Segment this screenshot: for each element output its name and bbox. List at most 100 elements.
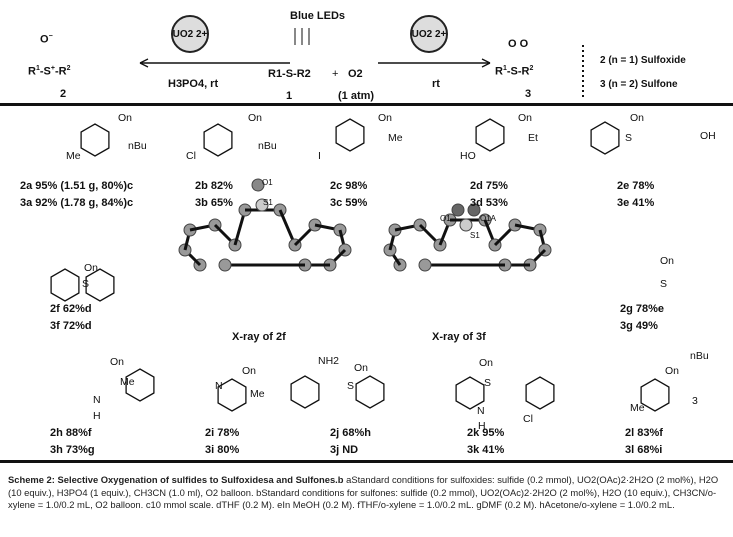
atom-sphere [251,178,265,192]
benzene-ring [203,123,233,157]
atom-label: H [478,420,486,432]
bond [481,62,491,68]
atom-label: S [347,380,355,392]
benzene-ring [125,368,155,402]
atom-label: S1 [470,231,480,240]
yield-2-3: 2d 75% [470,180,508,192]
yield-2-5: 2f 62%d [50,303,92,315]
benzene-ring [85,268,115,302]
yield-3-2: 3c 59% [330,197,368,209]
atom-label: On [479,357,494,369]
atom-label: I [318,150,321,162]
atom-label: On [118,112,133,124]
atom-label: Me [630,402,645,414]
atom-label: Me [388,132,403,144]
atom-label: On [378,112,393,124]
caption-title: Scheme 2: Selective Oxygenation of sulfi… [8,474,344,485]
benzene-ring [355,375,385,409]
uranyl-catalyst-cycle-right: UO2 2+ [410,15,448,53]
yield-2-2: 2c 98% [330,180,368,192]
yield-2-7: 2h 88%f [50,427,92,439]
yield-2-0: 2a 95% (1.51 g, 80%)c [20,180,134,192]
benzene-ring [50,268,80,302]
atom-sphere [218,258,232,272]
benzene-ring [590,121,620,155]
atom-sphere [467,203,481,217]
yield-3-7: 3h 73%g [50,444,95,456]
divider-bottom [0,460,733,463]
atom-label: N [477,405,485,417]
yield-2-10: 2k 95% [467,427,505,439]
benzene-ring [290,375,320,409]
atom-label: On [248,112,263,124]
atom-label: S [625,132,633,144]
catalyst-label: UO2 2+ [172,28,208,40]
atom-label: On [354,362,369,374]
yield-2-8: 2i 78% [205,427,240,439]
yield-3-5: 3f 72%d [50,320,92,332]
bond [139,62,149,68]
yield-2-11: 2l 83%f [625,427,663,439]
sulfoxide-structure: R1-S+-R2 [28,65,71,78]
light-label: Blue LEDs [290,10,346,22]
xray-2f-label: X-ray of 2f [232,331,286,343]
atom-sphere [451,203,465,217]
divider-top [0,103,733,106]
legend-sulfoxide: 2 (n = 1) Sulfoxide [600,55,686,66]
yield-3-11: 3l 68%i [625,444,663,456]
yield-3-1: 3b 65% [195,197,233,209]
caption-text: aStandard conditions for sulfoxides: sul… [8,474,719,510]
atom-label: On [242,365,257,377]
atom-sphere [459,218,473,232]
atom-label: On [518,112,533,124]
yield-2-6: 2g 78%e [620,303,665,315]
benzene-ring [525,376,555,410]
bond [139,58,149,64]
sulfone-oxygens: O O [508,38,529,50]
legend-sulfone: 3 (n = 2) Sulfone [600,79,678,90]
structures-canvas [50,28,670,412]
benzene-ring [640,378,670,412]
atom-label: nBu [258,140,277,152]
atom-label: N [93,394,101,406]
oxygen: O2 [348,68,363,80]
atom-label: Cl [186,150,196,162]
atom-label: H [93,410,101,422]
sulfone-structure: R1-S-R2 [495,65,534,78]
atom-sphere [418,258,432,272]
uranyl-catalyst-cycle-left: UO2 2+ [171,15,209,53]
atom-label: On [665,365,680,377]
atom-label: HO [460,150,476,162]
sulfoxide-oxygen: O− [40,33,53,46]
atom-label: Me [120,376,135,388]
atom-label: On [84,262,99,274]
yield-3-3: 3d 53% [470,197,508,209]
atom-label: OH [700,130,716,142]
atom-label: S [660,278,668,290]
benzene-ring [475,118,505,152]
yield-2-1: 2b 82% [195,180,233,192]
xray-3f-label: X-ray of 3f [432,331,486,343]
benzene-ring [217,378,247,412]
benzene-ring [455,376,485,410]
yield-2-9: 2j 68%h [330,427,371,439]
left-conditions: H3PO4, rt [168,78,219,90]
yield-3-8: 3i 80% [205,444,240,456]
atom-label: Et [528,132,538,144]
atom-label: N [215,380,223,392]
yield-3-9: 3j ND [330,444,359,456]
bond [481,58,491,64]
atom-label: O1A [480,214,497,223]
oxygen-pressure: (1 atm) [338,90,375,102]
yield-3-4: 3e 41% [617,197,655,209]
atom-label: O1 [440,214,451,223]
atom-label: Me [250,388,265,400]
caption: Scheme 2: Selective Oxygenation of sulfi… [8,474,730,512]
catalyst-label: UO2 2+ [411,28,447,40]
atom-label: Me [66,150,81,162]
yield-3-6: 3g 49% [620,320,658,332]
atom-label: 3 [692,395,698,407]
atom-label: S [484,377,492,389]
right-conditions: rt [432,78,440,90]
atom-label: S1 [263,198,273,207]
